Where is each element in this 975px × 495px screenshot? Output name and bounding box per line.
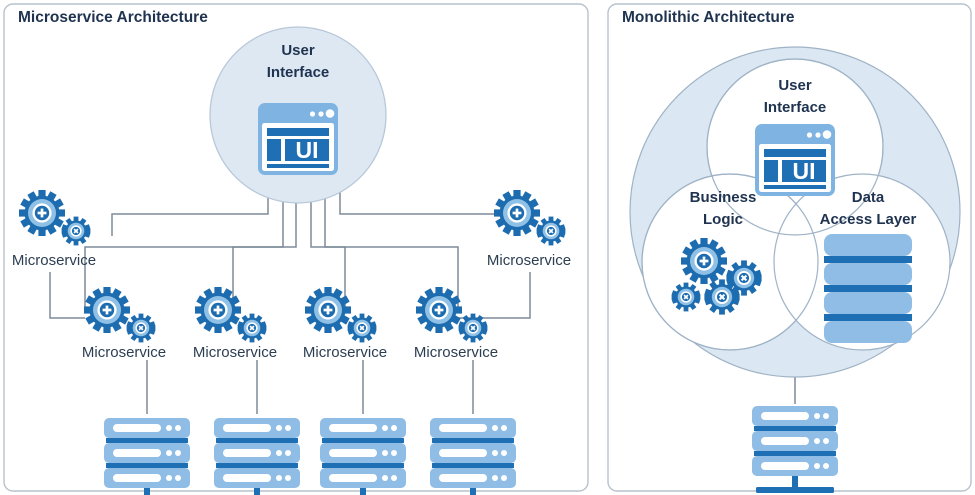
server-icon-1 — [104, 418, 190, 495]
gear-icon-small — [347, 313, 377, 343]
hub-title-line1: User — [281, 42, 315, 59]
lobe-title-line1: User — [778, 77, 812, 94]
microservice-label: Microservice — [414, 344, 498, 361]
microservice-label: Microservice — [487, 252, 571, 269]
server-icon-4 — [430, 418, 516, 495]
microservice-label: Microservice — [12, 252, 96, 269]
microservice-node-4: Microservice — [414, 287, 498, 361]
lobe-user-interface: User Interface — [755, 77, 835, 196]
lobe-data-access-layer: Data Access Layer — [820, 189, 917, 343]
lobe-title-line1: Data — [852, 189, 885, 206]
gear-icon-small — [126, 313, 156, 343]
browser-ui-icon — [258, 103, 338, 175]
panel-microservice-architecture: Microservice Architecture — [3, 3, 589, 495]
lobe-outline-user-interface — [706, 58, 884, 236]
panel-title-monolithic: Monolithic Architecture — [622, 9, 795, 26]
lobe-title-line1: Business — [690, 189, 757, 206]
hub-title-line2: Interface — [267, 64, 330, 81]
microservice-node-2: Microservice — [193, 287, 277, 361]
server-icon-3 — [320, 418, 406, 495]
lobe-title-line2: Logic — [703, 211, 743, 228]
lobe-business-logic: Business Logic — [671, 189, 762, 315]
gear-icon-small — [536, 216, 566, 246]
microservice-label: Microservice — [303, 344, 387, 361]
gear-icon-medium-bottom — [704, 279, 740, 315]
gear-icon-small — [61, 216, 91, 246]
panel-title-microservice: Microservice Architecture — [18, 9, 208, 26]
browser-ui-icon — [755, 124, 835, 196]
lobe-title-line2: Access Layer — [820, 211, 917, 228]
microservice-node-left: Microservice — [12, 190, 96, 269]
microservice-node-right: Microservice — [487, 190, 571, 269]
microservice-node-1: Microservice — [82, 287, 166, 361]
microservice-node-3: Microservice — [303, 287, 387, 361]
gear-icon-small — [671, 282, 701, 312]
server-icon-2 — [214, 418, 300, 495]
microservice-label: Microservice — [82, 344, 166, 361]
lobe-title-line2: Interface — [764, 99, 827, 116]
database-icon — [824, 234, 912, 343]
connector-group-microservice — [49, 186, 531, 414]
gear-icon-small — [237, 313, 267, 343]
gear-icon-small — [458, 313, 488, 343]
microservice-label: Microservice — [193, 344, 277, 361]
panel-monolithic-architecture: Monolithic Architecture User Interface B… — [607, 3, 972, 493]
lobe-outline-business-logic — [641, 173, 819, 351]
hub-user-interface: User Interface — [209, 26, 387, 204]
